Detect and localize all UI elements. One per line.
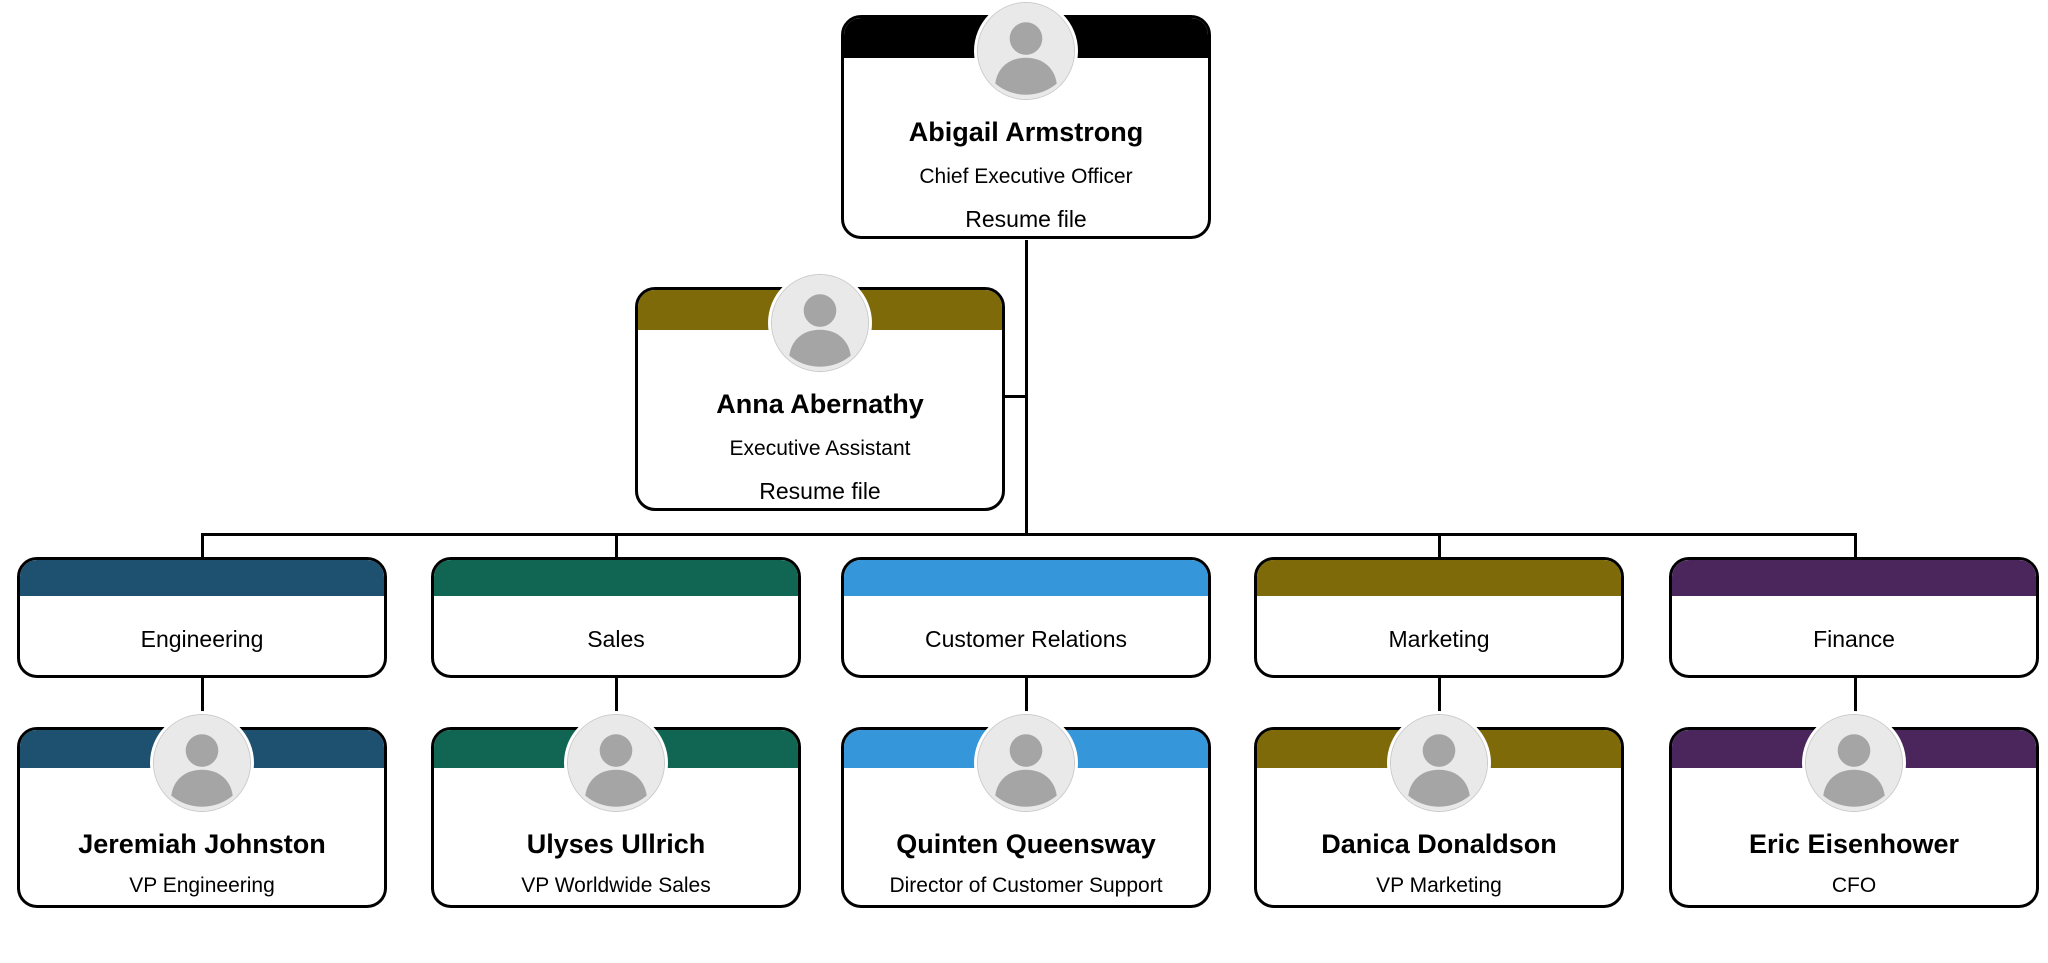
department-label: Customer Relations <box>925 626 1127 652</box>
connector-drop-engineering <box>201 533 204 559</box>
employee-name: Eric Eisenhower <box>1748 829 1960 859</box>
avatar <box>567 714 665 812</box>
card-header-band <box>1672 560 2036 596</box>
employee-name: Ulyses Ullrich <box>526 829 706 859</box>
avatar <box>977 714 1075 812</box>
resume-link[interactable]: Resume file <box>759 478 881 504</box>
node-card-lead-sales[interactable]: Ulyses Ullrich VP Worldwide Sales <box>431 714 801 908</box>
person-silhouette-icon <box>154 715 250 811</box>
node-card-department-marketing[interactable]: Marketing <box>1254 557 1624 678</box>
employee-title: VP Engineering <box>129 874 275 897</box>
avatar <box>1390 714 1488 812</box>
connector-sales-lead <box>615 676 618 728</box>
card-header-band <box>20 560 384 596</box>
person-silhouette-icon <box>1806 715 1902 811</box>
department-label: Sales <box>587 626 645 652</box>
connector-drop-finance <box>1854 533 1857 559</box>
person-silhouette-icon <box>772 275 868 371</box>
department-label: Finance <box>1813 626 1895 652</box>
node-card-department-finance[interactable]: Finance <box>1669 557 2039 678</box>
node-card-ceo[interactable]: Abigail Armstrong Chief Executive Office… <box>841 2 1211 239</box>
node-card-lead-customer-relations[interactable]: Quinten Queensway Director of Customer S… <box>841 714 1211 908</box>
card-header-band <box>1257 560 1621 596</box>
connector-marketing-lead <box>1438 676 1441 728</box>
avatar <box>771 274 869 372</box>
connector-engineering-lead <box>201 676 204 728</box>
employee-title: VP Marketing <box>1376 874 1502 897</box>
person-silhouette-icon <box>978 715 1074 811</box>
avatar <box>977 2 1075 100</box>
employee-title: Director of Customer Support <box>889 874 1163 897</box>
employee-title: Executive Assistant <box>729 437 911 460</box>
employee-name: Quinten Queensway <box>896 829 1156 859</box>
connector-drop-sales <box>615 533 618 559</box>
avatar <box>153 714 251 812</box>
employee-title: VP Worldwide Sales <box>521 874 711 897</box>
employee-name: Jeremiah Johnston <box>78 829 326 859</box>
department-label: Engineering <box>140 626 264 652</box>
node-card-department-customer-relations[interactable]: Customer Relations <box>841 557 1211 678</box>
node-card-department-engineering[interactable]: Engineering <box>17 557 387 678</box>
node-card-department-sales[interactable]: Sales <box>431 557 801 678</box>
resume-link[interactable]: Resume file <box>965 206 1087 232</box>
node-card-lead-marketing[interactable]: Danica Donaldson VP Marketing <box>1254 714 1624 908</box>
card-header-band <box>434 560 798 596</box>
connector-customer-lead <box>1025 676 1028 728</box>
employee-name: Danica Donaldson <box>1321 829 1557 859</box>
employee-name: Abigail Armstrong <box>908 117 1144 147</box>
connector-assistant-branch <box>1005 395 1025 398</box>
node-card-lead-engineering[interactable]: Jeremiah Johnston VP Engineering <box>17 714 387 908</box>
employee-title: Chief Executive Officer <box>919 165 1133 188</box>
card-header-band <box>844 560 1208 596</box>
connector-ceo-vertical <box>1025 240 1028 536</box>
connector-departments-horizontal <box>201 533 1857 536</box>
avatar <box>1805 714 1903 812</box>
connector-drop-marketing <box>1438 533 1441 559</box>
employee-name: Anna Abernathy <box>716 389 924 419</box>
person-silhouette-icon <box>978 3 1074 99</box>
person-silhouette-icon <box>1391 715 1487 811</box>
node-card-lead-finance[interactable]: Eric Eisenhower CFO <box>1669 714 2039 908</box>
employee-title: CFO <box>1831 874 1877 897</box>
person-silhouette-icon <box>568 715 664 811</box>
department-label: Marketing <box>1388 626 1490 652</box>
connector-finance-lead <box>1854 676 1857 728</box>
node-card-assistant[interactable]: Anna Abernathy Executive Assistant Resum… <box>635 274 1005 511</box>
